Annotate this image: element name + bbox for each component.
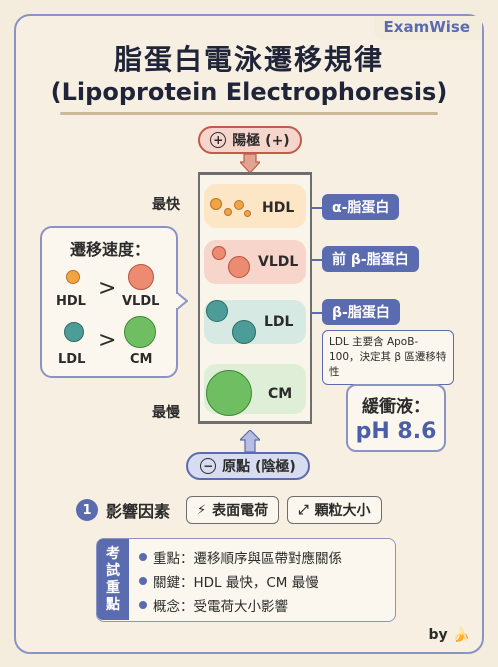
down-arrow-icon	[240, 154, 260, 174]
key-point-item: 重點：遷移順序與區帶對應關係	[139, 545, 342, 569]
vldl-particle	[228, 256, 250, 278]
buffer-box: 緩衝液： pH 8.6	[346, 384, 446, 452]
anode-label: 陽極 (+)	[232, 133, 290, 149]
key-point-text: 重點：遷移順序與區帶對應關係	[153, 551, 342, 567]
key-point-item: 關鍵：HDL 最快，CM 最慢	[139, 569, 342, 593]
speed-title: 遷移速度：	[69, 240, 150, 259]
slowest-label: 最慢	[152, 405, 180, 421]
factors-row: 1 影響因素 ⚡ 表面電荷 ⤢ 顆粒大小	[76, 496, 382, 524]
chip-label: 表面電荷	[212, 503, 269, 519]
hdl-dot	[66, 270, 80, 284]
bullet-icon	[139, 577, 147, 585]
title-divider	[60, 112, 438, 115]
vldl-dot	[128, 264, 154, 290]
ldl-particle	[206, 300, 228, 322]
ldl-dot	[64, 322, 84, 342]
factor-title: 影響因素	[106, 502, 171, 521]
brand-label: ExamWise	[373, 16, 482, 40]
tag-connector	[312, 207, 322, 209]
key-tab-char: 考	[106, 545, 120, 562]
lightning-icon: ⚡	[197, 502, 207, 518]
band-label-vldl: VLDL	[258, 254, 299, 270]
cathode-label: 原點 (陰極)	[222, 459, 296, 475]
speech-pointer	[176, 292, 188, 310]
gel-top-line	[198, 172, 312, 175]
gel-bottom-line	[198, 421, 312, 424]
expand-icon: ⤢	[298, 502, 309, 518]
byline-text: by	[428, 627, 448, 643]
fastest-label: 最快	[152, 197, 180, 213]
band-label-hdl: HDL	[262, 200, 295, 216]
key-points-box: 考 試 重 點 重點：遷移順序與區帶對應關係 關鍵：HDL 最快，CM 最慢 概…	[96, 538, 396, 622]
tag-connector	[312, 312, 322, 314]
minus-icon: −	[200, 458, 217, 474]
bullet-icon	[139, 553, 147, 561]
cathode-pill: − 原點 (陰極)	[186, 452, 310, 480]
byline: by 🍌	[429, 627, 470, 643]
ldl-particle	[232, 320, 256, 344]
chip-surface-charge: ⚡ 表面電荷	[186, 496, 280, 524]
ldl-note: LDL 主要含 ApoB-100，決定其 β 區遷移特性	[322, 330, 454, 385]
hdl-particle	[224, 208, 232, 216]
tag-alpha: α-脂蛋白	[322, 194, 400, 220]
vldl-particle	[212, 246, 226, 260]
key-point-item: 概念：受電荷大小影響	[139, 593, 342, 617]
speed-hdl-label: HDL	[56, 294, 86, 309]
key-tab-char: 重	[106, 579, 120, 596]
anode-pill: + 陽極 (+)	[198, 126, 302, 154]
tag-connector	[312, 259, 322, 261]
cm-particle	[206, 370, 252, 416]
speed-box: 遷移速度： HDL > VLDL LDL > CM	[40, 226, 178, 378]
band-label-ldl: LDL	[264, 314, 294, 330]
key-point-text: 關鍵：HDL 最快，CM 最慢	[153, 575, 319, 591]
tag-pre-beta: 前 β-脂蛋白	[322, 246, 419, 272]
chip-label: 顆粒大小	[314, 503, 371, 519]
greater-than-1: >	[98, 276, 117, 301]
speed-cm-label: CM	[130, 352, 153, 367]
hdl-particle	[244, 210, 251, 217]
key-points-tab: 考 試 重 點	[97, 539, 129, 620]
speed-ldl-label: LDL	[58, 352, 86, 367]
page-title: 脂蛋白電泳遷移規律	[113, 43, 384, 76]
page-subtitle: (Lipoprotein Electrophoresis)	[50, 78, 448, 106]
key-tab-char: 試	[106, 562, 120, 579]
hdl-particle	[234, 200, 244, 210]
buffer-label: 緩衝液：	[362, 397, 430, 417]
speed-vldl-label: VLDL	[122, 294, 160, 309]
band-label-cm: CM	[268, 386, 293, 402]
hdl-particle	[210, 198, 222, 210]
plus-icon: +	[210, 132, 227, 148]
key-tab-char: 點	[106, 596, 120, 613]
cm-dot	[124, 316, 156, 348]
key-points-list: 重點：遷移順序與區帶對應關係 關鍵：HDL 最快，CM 最慢 概念：受電荷大小影…	[139, 545, 342, 617]
banana-icon: 🍌	[452, 627, 470, 643]
buffer-value: pH 8.6	[355, 419, 437, 444]
key-point-text: 概念：受電荷大小影響	[153, 599, 288, 615]
chip-particle-size: ⤢ 顆粒大小	[287, 496, 382, 524]
greater-than-2: >	[98, 328, 117, 353]
tag-beta: β-脂蛋白	[322, 299, 400, 325]
bullet-icon	[139, 601, 147, 609]
up-arrow-icon	[240, 430, 260, 452]
factor-number: 1	[76, 499, 98, 521]
